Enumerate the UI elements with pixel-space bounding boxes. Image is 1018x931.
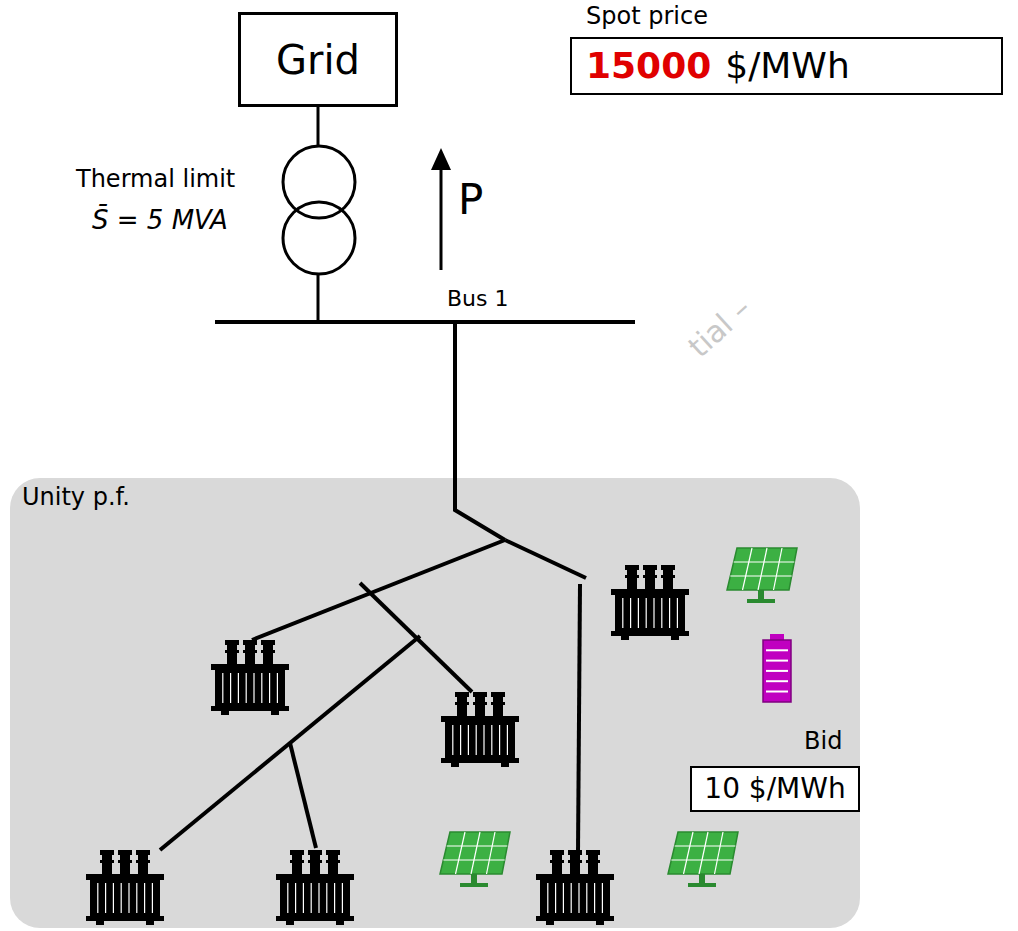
region-fill: [10, 478, 860, 928]
grid-box: Grid: [238, 12, 398, 107]
solar-panel: [668, 832, 738, 887]
bus-line: [317, 274, 320, 322]
rating-label: S̄ = 5 MVA: [92, 206, 228, 236]
feeder-line: [160, 636, 420, 850]
feeder-line: [505, 540, 586, 578]
limit-label: Thermal limit: [76, 166, 235, 194]
feeder-line: [252, 540, 505, 640]
bid-box: Bid10 $/MWh: [690, 766, 860, 812]
transformer-winding: [283, 146, 355, 218]
arrow-head: [431, 148, 451, 170]
feeder-line: [290, 743, 316, 848]
watermark: tial –: [682, 291, 758, 364]
grid-label: Grid: [276, 37, 360, 83]
feeder-line: [455, 322, 505, 540]
flow-label: P: [458, 176, 483, 224]
bid-value: 10 $/MWh: [704, 773, 845, 805]
unity-pf-region: Unity p.f.Bid10 $/MWh: [10, 478, 860, 928]
transformer-winding: [283, 202, 355, 274]
distribution-transformer: [276, 850, 354, 925]
battery: [763, 634, 791, 702]
grid-line: [317, 107, 320, 146]
feeder-line: [578, 584, 580, 852]
spot-price-box: Spot price15000$/MWh: [570, 37, 1003, 95]
distribution-transformer: [536, 850, 614, 925]
region-label: Unity p.f.: [22, 484, 130, 512]
distribution-transformer: [86, 850, 164, 925]
flow-arrow: [440, 168, 443, 270]
solar-panel: [440, 832, 510, 887]
distribution-transformer: [441, 692, 519, 767]
price-value: 15000: [586, 45, 711, 86]
distribution-transformer: [211, 640, 289, 715]
distribution-transformer: [611, 565, 689, 640]
price-unit: $/MWh: [725, 45, 850, 86]
box-heading: Spot price: [584, 3, 710, 31]
box-heading: Bid: [804, 728, 842, 756]
solar-panel: [727, 548, 797, 603]
bus-label: Bus 1: [447, 286, 509, 311]
bus-bar: [215, 320, 635, 324]
